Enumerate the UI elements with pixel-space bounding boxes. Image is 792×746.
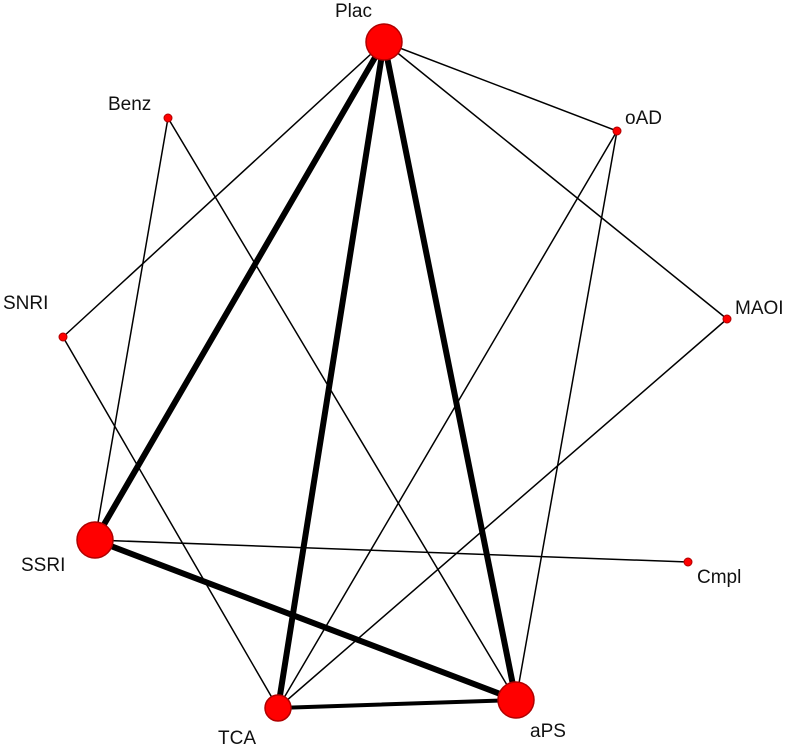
- node-label-plac: Plac: [335, 1, 372, 22]
- edge-oad-aps: [515, 130, 618, 701]
- edge-snri-tca: [62, 336, 279, 709]
- edge-tca-aps: [276, 698, 518, 710]
- edge-plac-oad: [383, 41, 618, 132]
- node-cmpl: [683, 557, 693, 567]
- node-benz: [163, 113, 173, 123]
- node-snri: [58, 332, 68, 342]
- edge-layer: [62, 39, 728, 711]
- edge-oad-tca: [277, 130, 618, 709]
- node-label-cmpl: Cmpl: [697, 567, 741, 588]
- edge-benz-ssri: [94, 117, 169, 541]
- node-aps: [497, 681, 535, 719]
- edge-plac-snri: [62, 41, 385, 338]
- node-label-tca: TCA: [218, 728, 256, 746]
- node-oad: [612, 126, 622, 136]
- node-label-snri: SNRI: [3, 293, 48, 314]
- node-label-aps: aPS: [530, 721, 566, 742]
- node-label-ssri: SSRI: [21, 555, 65, 576]
- edge-plac-maoi: [383, 41, 728, 320]
- node-maoi: [722, 314, 732, 324]
- node-ssri: [76, 521, 114, 559]
- edge-ssri-cmpl: [94, 539, 689, 563]
- node-label-benz: Benz: [108, 94, 151, 115]
- edge-plac-tca: [275, 39, 387, 711]
- node-layer: [58, 23, 732, 722]
- edge-plac-aps: [381, 39, 519, 703]
- edge-maoi-tca: [277, 318, 728, 709]
- node-label-maoi: MAOI: [735, 298, 784, 319]
- label-layer: Plac Benz oAD SNRI MAOI SSRI Cmpl TCA aP…: [3, 1, 784, 746]
- node-label-oad: oAD: [625, 108, 662, 129]
- edge-ssri-aps: [92, 537, 519, 703]
- node-tca: [264, 694, 292, 722]
- node-plac: [365, 23, 403, 61]
- edge-plac-ssri: [92, 39, 387, 543]
- edge-benz-aps: [167, 117, 517, 701]
